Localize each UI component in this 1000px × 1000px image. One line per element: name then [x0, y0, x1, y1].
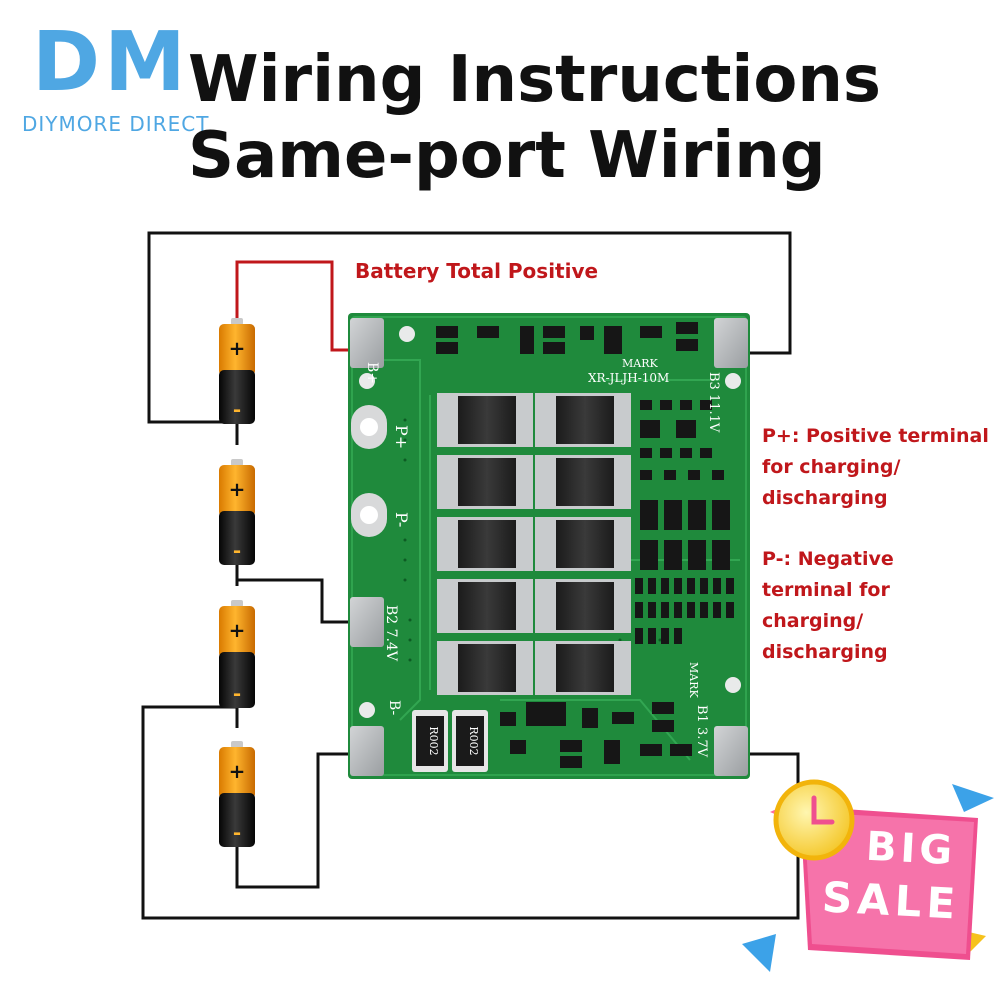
- wires-black: [141, 231, 800, 920]
- svg-text:B+: B+: [364, 362, 380, 384]
- svg-text:+: +: [229, 759, 246, 783]
- pad-b-plus: [350, 318, 384, 368]
- battery: + -: [219, 318, 255, 424]
- bms-board: R002 R002: [348, 313, 750, 779]
- svg-text:-: -: [233, 681, 241, 705]
- label-p-plus: P+: Positive terminal for charging/ disc…: [762, 425, 989, 509]
- svg-text:B2 7.4V: B2 7.4V: [383, 605, 399, 662]
- svg-text:P+: P+: [392, 425, 411, 449]
- svg-text:B3 11.1V: B3 11.1V: [706, 372, 721, 433]
- svg-text:R002: R002: [467, 726, 480, 755]
- brand-logo: DM: [32, 15, 190, 110]
- svg-text:P-: P-: [392, 512, 411, 527]
- svg-text:MARK: MARK: [687, 662, 700, 698]
- svg-text:-: -: [233, 820, 241, 844]
- title-line-2: Same-port Wiring: [188, 119, 826, 193]
- pad-b3: [714, 318, 748, 368]
- mosfet-array: [437, 393, 631, 695]
- sale-line-big: BIG: [864, 823, 958, 875]
- pad-b2: [350, 597, 384, 647]
- svg-text:MARK: MARK: [622, 357, 658, 370]
- battery: + -: [219, 741, 255, 847]
- svg-text:B1 3.7V: B1 3.7V: [694, 705, 709, 758]
- svg-text:+: +: [229, 336, 246, 360]
- svg-text:R002: R002: [427, 726, 440, 755]
- svg-text:XR-JLJH-10M: XR-JLJH-10M: [588, 371, 669, 385]
- pad-b-minus: [350, 726, 384, 776]
- brand-name: DIYMORE DIRECT: [22, 112, 210, 136]
- svg-text:B-: B-: [386, 700, 402, 716]
- big-sale-badge: [742, 779, 994, 972]
- label-battery-total-positive: Battery Total Positive: [355, 259, 599, 283]
- svg-text:-: -: [233, 397, 241, 421]
- wire-battery-positive: [235, 260, 352, 352]
- battery: + -: [219, 600, 255, 708]
- pad-b1: [714, 726, 748, 776]
- label-p-minus: P-: Negative terminal for charging/ disc…: [762, 548, 894, 663]
- title-line-1: Wiring Instructions: [188, 43, 881, 117]
- svg-text:+: +: [229, 477, 246, 501]
- svg-text:-: -: [233, 538, 241, 562]
- svg-text:+: +: [229, 618, 246, 642]
- battery: + -: [219, 459, 255, 565]
- sale-line-sale: SALE: [820, 872, 962, 929]
